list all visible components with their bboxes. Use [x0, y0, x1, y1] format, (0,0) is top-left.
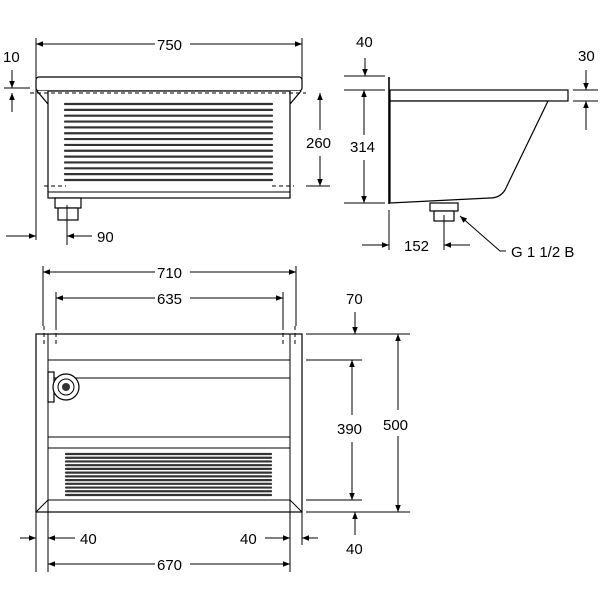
- dim-40-left: 40: [80, 531, 97, 548]
- dim-40-right: 40: [240, 531, 257, 548]
- dim-10: 10: [3, 49, 20, 66]
- front-view: 750 10 260 90: [3, 37, 331, 246]
- plan-view: 710 635 70 390 500 40 40 40 670: [20, 265, 410, 574]
- dim-635: 635: [157, 291, 182, 308]
- dim-390: 390: [337, 421, 362, 438]
- dim-710: 710: [157, 265, 182, 282]
- thread-label: G 1 1/2 B: [511, 244, 574, 261]
- grille-slots: [63, 102, 274, 182]
- dim-314: 314: [350, 139, 375, 156]
- dim-30: 30: [578, 48, 595, 65]
- dim-40-wall: 40: [356, 34, 373, 51]
- dim-260: 260: [306, 135, 331, 152]
- dim-70: 70: [346, 291, 363, 308]
- dim-670: 670: [157, 557, 182, 574]
- dim-40-bottom: 40: [346, 541, 363, 558]
- side-view: 40 314 30 152 G 1 1/2 B: [344, 34, 598, 261]
- dim-152: 152: [404, 238, 429, 255]
- grille-slots-plan: [64, 452, 273, 497]
- dim-750: 750: [157, 37, 182, 54]
- drain-plan: [47, 371, 80, 403]
- dim-500: 500: [383, 417, 408, 434]
- drain-outlet: [54, 197, 82, 209]
- drain-outlet-side: [429, 202, 459, 212]
- dim-90: 90: [97, 229, 114, 246]
